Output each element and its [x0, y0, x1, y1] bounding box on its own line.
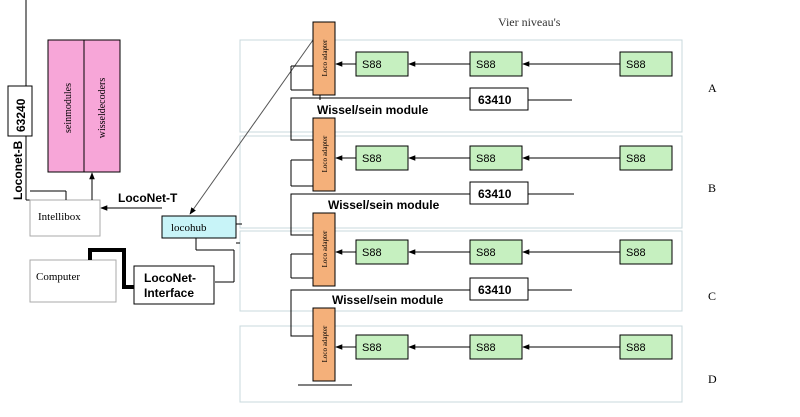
s88-b-1 [355, 145, 409, 171]
wire-a-to-b [290, 97, 470, 141]
wissel-sein-a-label: Wissel/sein module [317, 103, 429, 117]
level-panel-a [239, 39, 683, 133]
module-63410-c [469, 277, 529, 301]
level-d-group: Loco adapter S88 S88 S88 [298, 307, 673, 386]
loco-adapter-c-label: Loco adapter [321, 230, 329, 267]
adapter-to-locohub-arrow [189, 39, 314, 215]
level-letter-a: A [708, 81, 717, 95]
computer-interface-cable [88, 248, 134, 289]
wire-c-to-d [290, 289, 470, 337]
level-letter-c: C [708, 289, 716, 303]
loco-adapter-d [312, 307, 336, 382]
s88-b-2-label: S88 [476, 153, 496, 165]
s88-b-3 [619, 145, 673, 171]
s88-a-1-label: S88 [362, 59, 382, 71]
level-letter-b: B [708, 181, 716, 195]
diagram-title: Vier niveau's [498, 15, 561, 29]
module-63410-a [469, 87, 529, 111]
loco-adapter-b-label: Loco adapter [321, 135, 329, 172]
s88-c-3-label: S88 [626, 247, 646, 259]
level-panel-b [239, 135, 683, 229]
s88-b-1-label: S88 [362, 153, 382, 165]
loco-adapter-a-label: Loco adapter [321, 39, 329, 76]
loconet-t-label: LocoNet-T [118, 191, 178, 205]
module-63410-a-label: 63410 [478, 93, 512, 107]
module-63410-b-label: 63410 [478, 187, 512, 201]
s88-a-1 [355, 51, 409, 77]
level-letter-d: D [708, 372, 717, 386]
loco-adapter-d-label: Loco adapter [321, 325, 329, 362]
seinmodules-label: seinmodules [63, 83, 74, 133]
s88-d-1-label: S88 [362, 342, 382, 354]
locohub-box [161, 215, 237, 239]
module-63240-box [7, 85, 33, 137]
locohub-label: locohub [171, 222, 207, 234]
loco-adapter-a [312, 21, 336, 96]
level-panels [239, 39, 683, 403]
intellibox-box [29, 199, 101, 237]
wissel-sein-c-label: Wissel/sein module [332, 293, 444, 307]
s88-c-2-label: S88 [476, 247, 496, 259]
computer-label: Computer [36, 271, 80, 283]
s88-a-2 [469, 51, 523, 77]
wisseldecoders-label: wisseldecoders [97, 78, 108, 139]
loconet-interface-label-1: LocoNet- [144, 271, 196, 285]
s88-a-3 [619, 51, 673, 77]
module-63240-label: 63240 [14, 98, 28, 132]
s88-d-3-label: S88 [626, 342, 646, 354]
s88-d-2-label: S88 [476, 342, 496, 354]
s88-c-1-label: S88 [362, 247, 382, 259]
intellibox-label: Intellibox [38, 211, 81, 223]
module-63410-c-label: 63410 [478, 283, 512, 297]
level-panel-d [239, 325, 683, 403]
level-panel-c [239, 230, 683, 312]
wire-b-to-c [290, 193, 470, 236]
loconet-b-label: Loconet-B [11, 140, 25, 200]
s88-a-2-label: S88 [476, 59, 496, 71]
level-b-group: Loco adapter S88 S88 S88 63410 Wissel/se… [290, 117, 673, 236]
computer-box [29, 259, 117, 303]
s88-d-3 [619, 334, 673, 360]
s88-c-2 [469, 239, 523, 265]
level-c-group: Loco adapter S88 S88 S88 63410 Wissel/se… [290, 212, 673, 337]
loco-adapter-b [312, 117, 336, 192]
s88-b-3-label: S88 [626, 153, 646, 165]
module-63410-b [469, 181, 529, 205]
loconet-interface-label-2: Interface [144, 286, 194, 300]
s88-a-3-label: S88 [626, 59, 646, 71]
wissel-sein-b-label: Wissel/sein module [328, 198, 440, 212]
s88-d-1 [355, 334, 409, 360]
loconet-interface-box [133, 265, 215, 305]
level-a-group: Loco adapter S88 S88 S88 63410 Wissel/se… [290, 21, 673, 141]
s88-c-3 [619, 239, 673, 265]
s88-c-1 [355, 239, 409, 265]
loco-adapter-c [312, 212, 336, 287]
